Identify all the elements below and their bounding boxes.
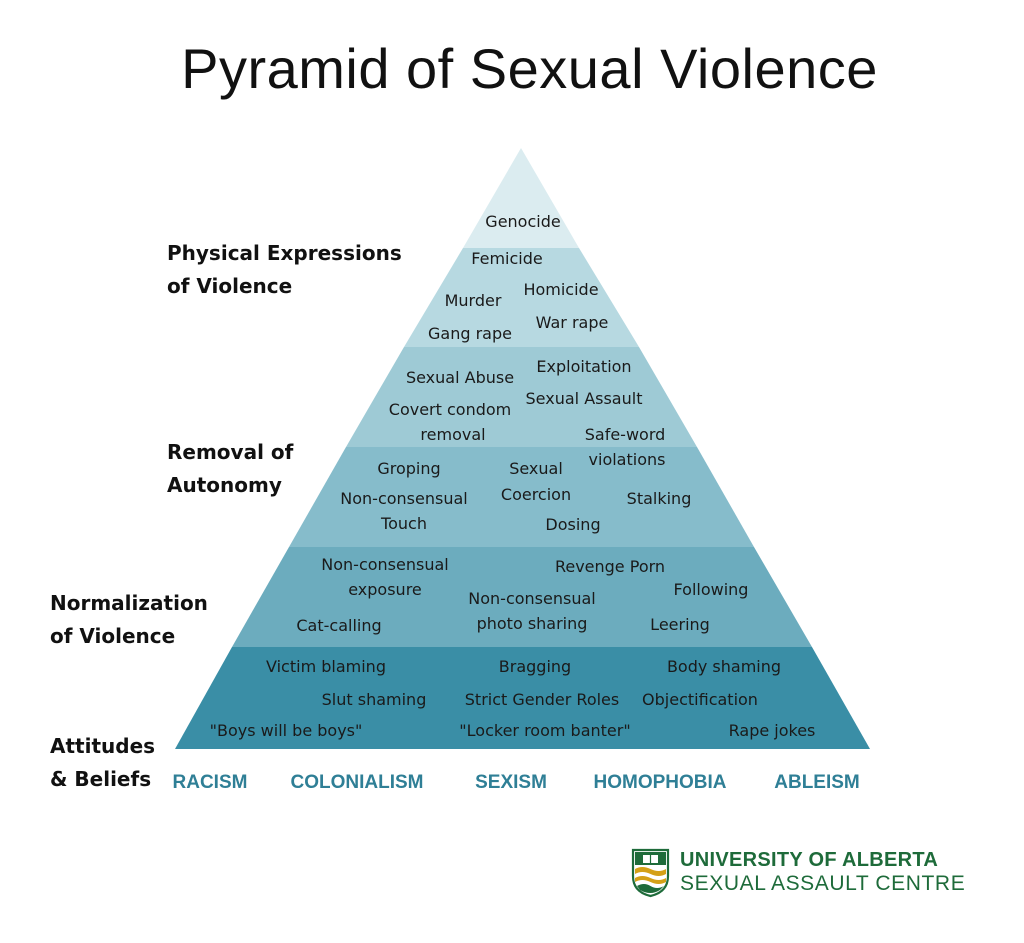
item-gang-rape: Gang rape	[428, 324, 512, 343]
item-nc-touch-1: Non-consensual	[340, 489, 468, 508]
item-rape-jokes: Rape jokes	[728, 721, 816, 740]
tier-physical	[404, 248, 639, 347]
item-sexual-abuse: Sexual Abuse	[405, 368, 515, 387]
university-shield-icon	[631, 848, 670, 898]
level-label-removal: Removal of Autonomy	[167, 436, 293, 502]
level-label-normalization: Normalization of Violence	[50, 587, 208, 653]
item-revenge-porn: Revenge Porn	[554, 557, 666, 576]
item-boys-will-be-boys: "Boys will be boys"	[209, 721, 363, 740]
item-homicide: Homicide	[523, 280, 599, 299]
item-nc-photo-1: Non-consensual	[468, 589, 596, 608]
level-label-physical: Physical Expressions of Violence	[167, 237, 402, 303]
logo-university-name: UNIVERSITY OF ALBERTA	[680, 849, 939, 871]
item-bragging: Bragging	[498, 657, 572, 676]
item-femicide: Femicide	[471, 249, 543, 268]
root-homophobia: HOMOPHOBIA	[593, 772, 727, 793]
item-murder: Murder	[444, 291, 502, 310]
level-label-line: Physical Expressions	[167, 241, 402, 265]
tier-genocide	[463, 148, 579, 248]
level-label-line: & Beliefs	[50, 767, 152, 791]
item-genocide: Genocide	[485, 212, 561, 231]
item-objectification: Objectification	[642, 690, 758, 709]
item-nc-exposure-1: Non-consensual	[321, 555, 449, 574]
level-label-line: Removal of	[167, 440, 294, 464]
root-colonialism: COLONIALISM	[290, 772, 424, 793]
level-label-line: Attitudes	[50, 734, 156, 758]
item-slut-shaming: Slut shaming	[321, 690, 427, 709]
item-safe-word-1: Safe-word	[584, 425, 666, 444]
item-strict-gender-roles: Strict Gender Roles	[464, 690, 620, 709]
item-sexual-assault: Sexual Assault	[525, 389, 643, 408]
item-nc-touch-2: Touch	[381, 514, 427, 533]
level-label-attitudes: Attitudes & Beliefs	[50, 730, 155, 796]
tier-attitudes	[175, 647, 870, 749]
tier-normalization	[232, 547, 812, 647]
root-racism: RACISM	[172, 772, 248, 793]
item-covert-condom-2: removal	[420, 425, 486, 444]
level-label-line: of Violence	[50, 624, 176, 648]
item-war-rape: War rape	[535, 313, 609, 332]
level-label-line: of Violence	[167, 274, 293, 298]
level-label-line: Autonomy	[167, 473, 282, 497]
item-body-shaming: Body shaming	[666, 657, 782, 676]
root-ableism: ABLEISM	[774, 772, 860, 793]
level-label-line: Normalization	[50, 591, 208, 615]
tier-removal-upper	[346, 347, 697, 447]
item-following: Following	[673, 580, 749, 599]
item-dosing: Dosing	[545, 515, 601, 534]
item-stalking: Stalking	[626, 489, 692, 508]
item-nc-photo-2: photo sharing	[476, 614, 588, 633]
item-sexual-coercion-2: Coercion	[500, 485, 572, 504]
page-title: Pyramid of Sexual Violence	[181, 37, 878, 100]
item-safe-word-2: violations	[588, 450, 666, 469]
item-nc-exposure-2: exposure	[348, 580, 422, 599]
item-exploitation: Exploitation	[536, 357, 632, 376]
item-cat-calling: Cat-calling	[296, 616, 382, 635]
root-sexism: SEXISM	[475, 772, 547, 793]
item-victim-blaming: Victim blaming	[266, 657, 386, 676]
item-leering: Leering	[650, 615, 710, 634]
item-groping: Groping	[377, 459, 441, 478]
item-covert-condom-1: Covert condom	[388, 400, 512, 419]
item-sexual-coercion-1: Sexual	[509, 459, 563, 478]
logo-centre-name: SEXUAL ASSAULT CENTRE	[680, 872, 966, 895]
tier-removal-lower	[289, 447, 754, 547]
item-locker-room: "Locker room banter"	[459, 721, 631, 740]
